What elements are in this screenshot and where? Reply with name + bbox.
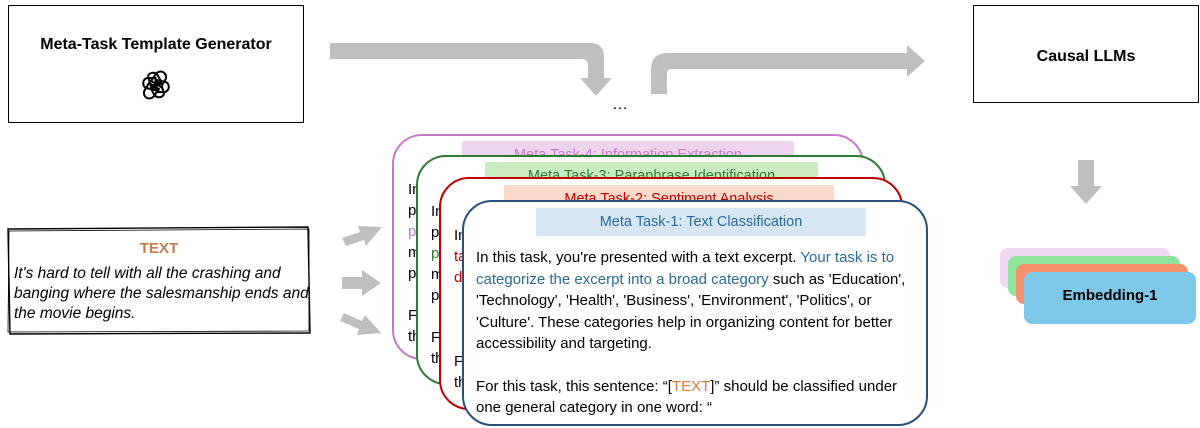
template-generator-box: Meta-Task Template Generator: [8, 5, 304, 123]
input-text-label: TEXT: [139, 240, 179, 257]
meta-task-title-1: Meta Task-1: Text Classification: [536, 208, 866, 236]
task-goal-highlight: Your task is to categorize the excerpt i…: [476, 249, 895, 288]
arrow-text-to-template-1: [342, 226, 382, 246]
input-sentence: It's hard to tell with all the crashing …: [14, 265, 309, 322]
text-placeholder: TEXT: [671, 377, 711, 395]
template-generator-title: Meta-Task Template Generator: [40, 36, 272, 53]
meta-task-card-1: Meta Task-1: Text Classification In this…: [462, 200, 928, 426]
arrow-generator-to-templates: [330, 43, 612, 96]
arrow-templates-to-llm: [651, 45, 925, 94]
task1-prompt: For this task, this sentence: “[TEXT]” s…: [476, 377, 898, 417]
arrow-text-to-template-3: [340, 313, 381, 335]
input-text-box: TEXT It's hard to tell with all the cras…: [6, 226, 312, 336]
causal-llm-title: Causal LLMs: [1036, 48, 1136, 65]
arrow-llm-to-embeddings: [1070, 160, 1102, 204]
task1-instruction: In this task, you're presented with a te…: [476, 247, 926, 419]
causal-llm-box: Causal LLMs: [973, 5, 1199, 103]
sketch-border: [7, 226, 311, 335]
embedding-label: Embedding-1: [1062, 287, 1158, 304]
openai-logo-icon: [142, 70, 170, 100]
arrow-text-to-template-2: [342, 270, 381, 296]
ellipsis: …: [612, 96, 628, 113]
embedding-layer-1: Embedding-1: [1024, 272, 1196, 324]
